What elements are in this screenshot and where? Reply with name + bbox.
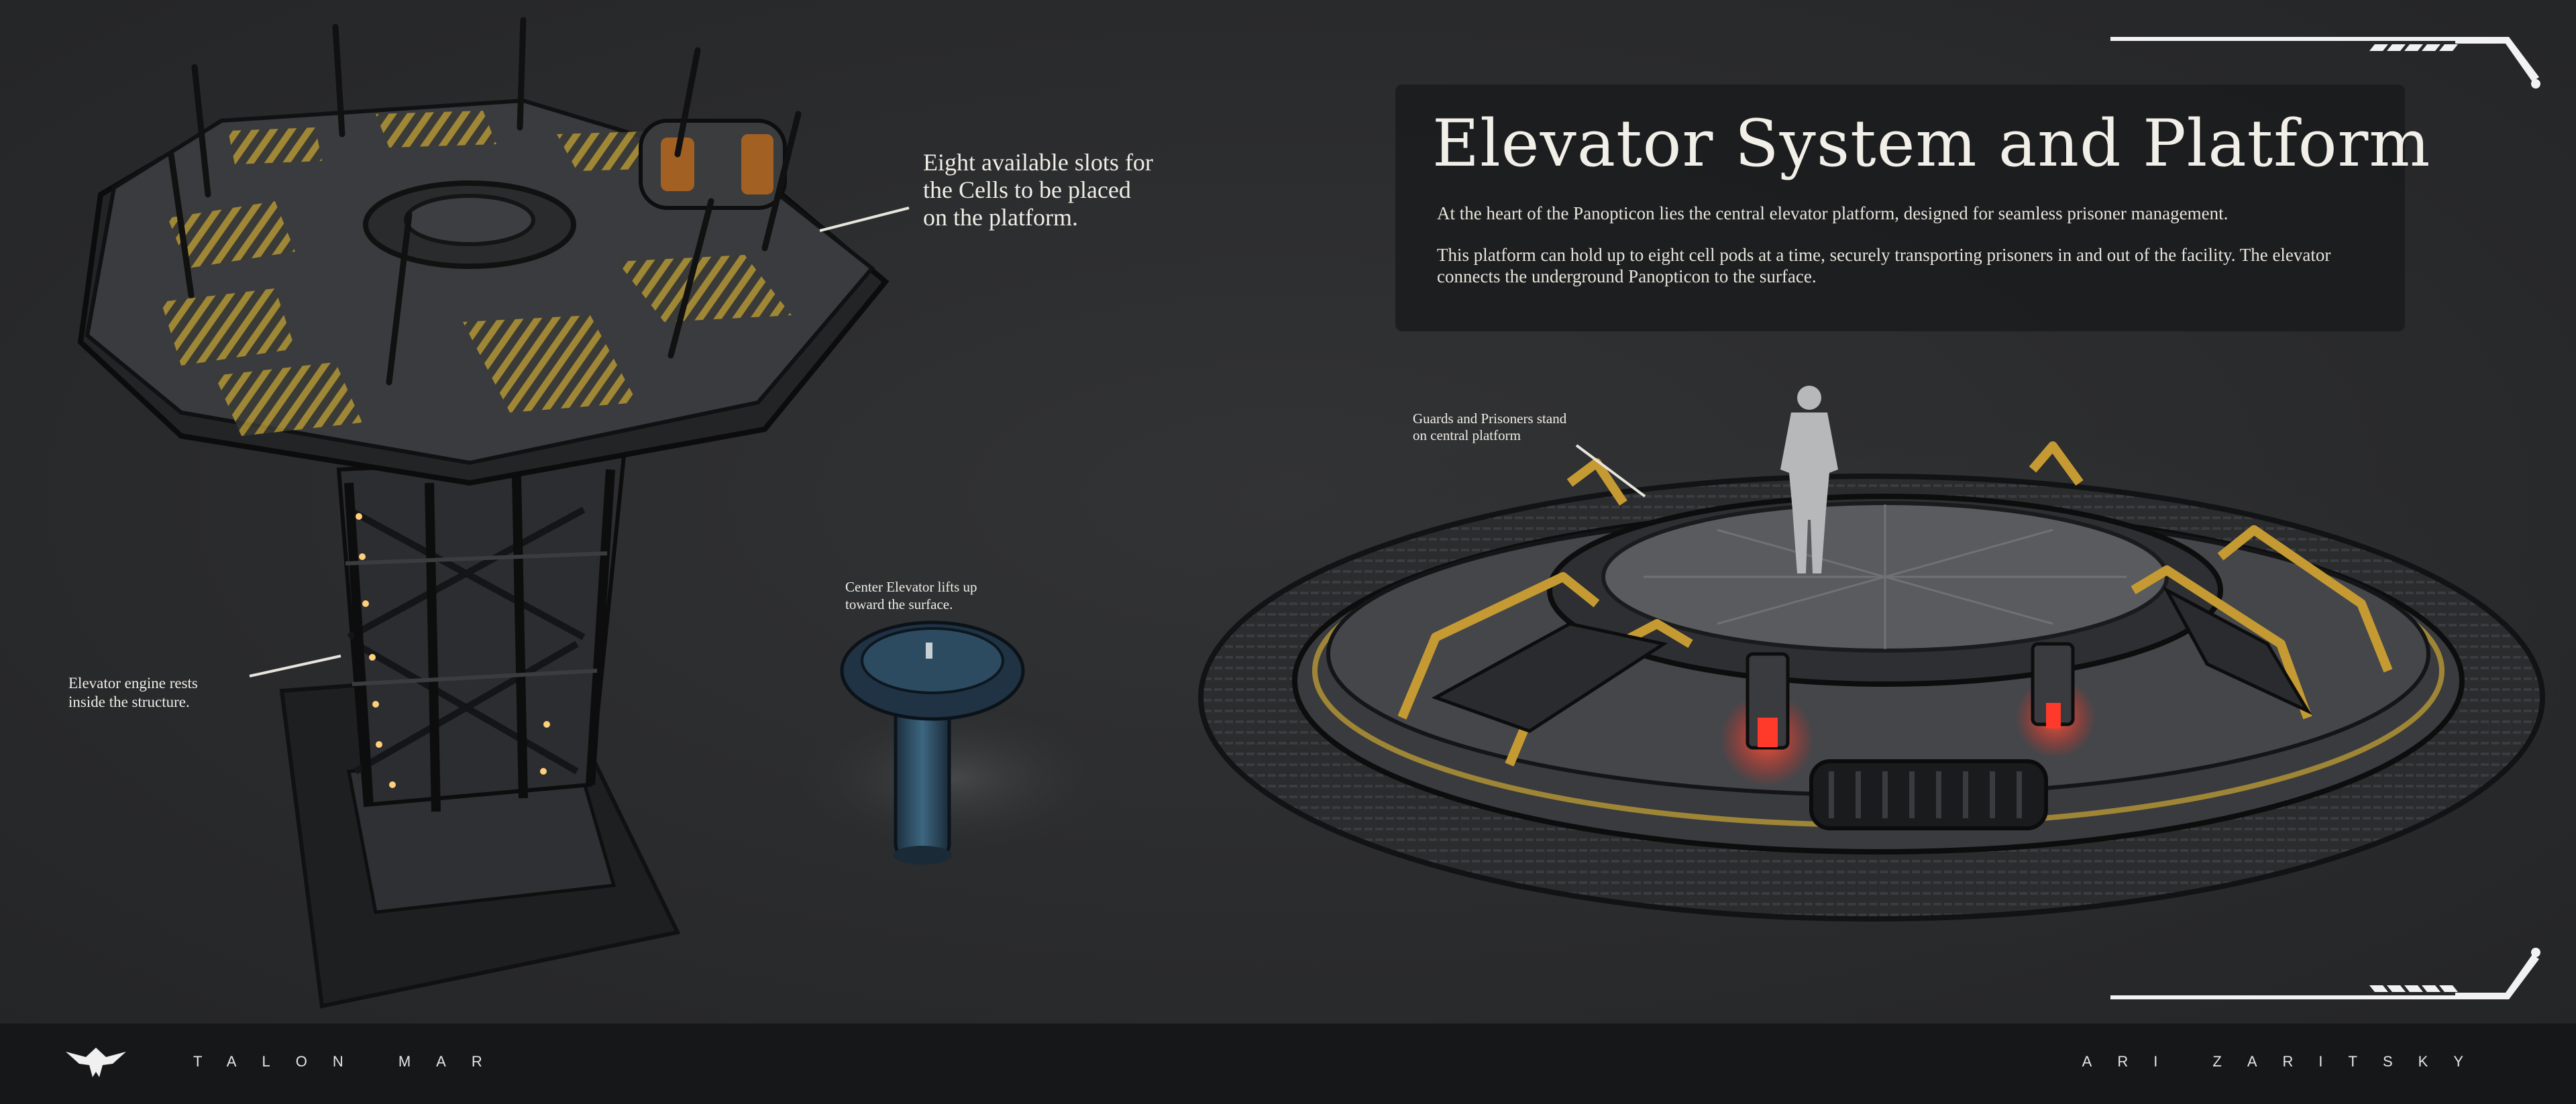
center-elevator-illustration [785,620,1120,865]
callout-center-elevator: Center Elevator lifts up toward the surf… [845,579,977,612]
person-silhouette-icon [1780,386,1838,573]
title-panel: Elevator System and Platform At the hear… [1395,85,2431,331]
round-platform-illustration [1147,386,2576,959]
corner-bracket-top [2110,37,2540,89]
corner-bracket-bottom [2110,948,2540,999]
cell-pod-icon [639,119,787,210]
description-paragraph-2: This platform can hold up to eight cell … [1437,245,2331,286]
elevator-tower-illustration [77,17,890,1009]
footer-bar: TALON MAR ARI ZARITSKY [0,1024,2576,1104]
callout-guards-leader [1575,444,1646,498]
callout-elevator-engine: Elevator engine rests inside the structu… [68,675,198,710]
callout-cell-slots: Eight available slots for the Cells to b… [923,149,1153,231]
callout-guards-prisoners: Guards and Prisoners stand on central pl… [1413,410,1567,443]
callout-engine-leader [249,655,341,677]
callout-slots-leader [819,207,910,232]
studio-name: TALON MAR [193,1053,508,1070]
warning-light-icon [2015,642,2096,758]
warning-light-icon [1720,652,1814,786]
page-title: Elevator System and Platform [1432,106,2431,181]
talon-bird-logo-icon [66,1048,126,1077]
artist-name: ARI ZARITSKY [2082,1053,2489,1070]
description-paragraph-1: At the heart of the Panopticon lies the … [1437,203,2229,223]
